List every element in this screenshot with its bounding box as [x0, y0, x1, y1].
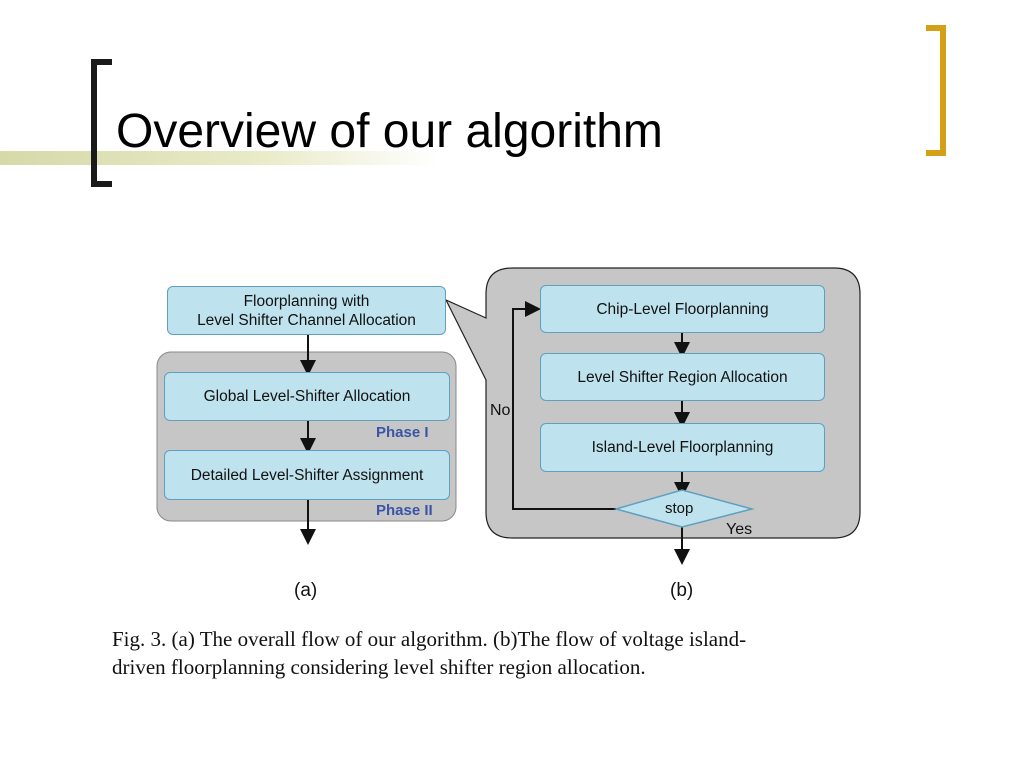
no-label: No [490, 402, 511, 419]
floorplanning-box: Floorplanning with Level Shifter Channel… [167, 286, 446, 335]
figure-caption: Fig. 3. (a) The overall flow of our algo… [112, 625, 912, 681]
title-underline-band [0, 151, 440, 165]
left-bracket-icon [91, 59, 112, 187]
figure-b-label: (b) [670, 580, 694, 601]
chip-level-label: Chip-Level Floorplanning [596, 300, 769, 318]
caption-line-1: Fig. 3. (a) The overall flow of our algo… [112, 627, 747, 651]
loop-no-line [512, 301, 616, 510]
global-allocation-box: Global Level-Shifter Allocation [164, 372, 450, 421]
detailed-assignment-box: Detailed Level-Shifter Assignment [164, 450, 450, 500]
island-level-label: Island-Level Floorplanning [591, 439, 774, 456]
global-allocation-label: Global Level-Shifter Allocation [203, 388, 411, 405]
stop-decision-diamond [613, 489, 755, 528]
phase-2-label: Phase II [376, 502, 433, 519]
phase-1-label: Phase I [376, 424, 429, 441]
stop-label: stop [665, 500, 694, 517]
title-brackets [91, 25, 946, 187]
detailed-assignment-label: Detailed Level-Shifter Assignment [190, 466, 424, 484]
yes-label: Yes [726, 521, 753, 538]
floorplanning-box-line2: Level Shifter Channel Allocation [197, 311, 416, 329]
chip-level-box: Chip-Level Floorplanning [540, 285, 825, 333]
page-title: Overview of our algorithm [116, 105, 663, 158]
island-level-box: Island-Level Floorplanning [540, 423, 825, 472]
caption-line-2: driven floorplanning considering level s… [112, 655, 646, 679]
figure-a-label: (a) [294, 580, 318, 601]
right-bracket-icon [926, 25, 946, 156]
region-allocation-label: Level Shifter Region Allocation [577, 368, 788, 386]
region-allocation-box: Level Shifter Region Allocation [540, 353, 825, 401]
diagram-connectors [156, 267, 861, 565]
floorplanning-box-line1: Floorplanning with [243, 292, 370, 310]
